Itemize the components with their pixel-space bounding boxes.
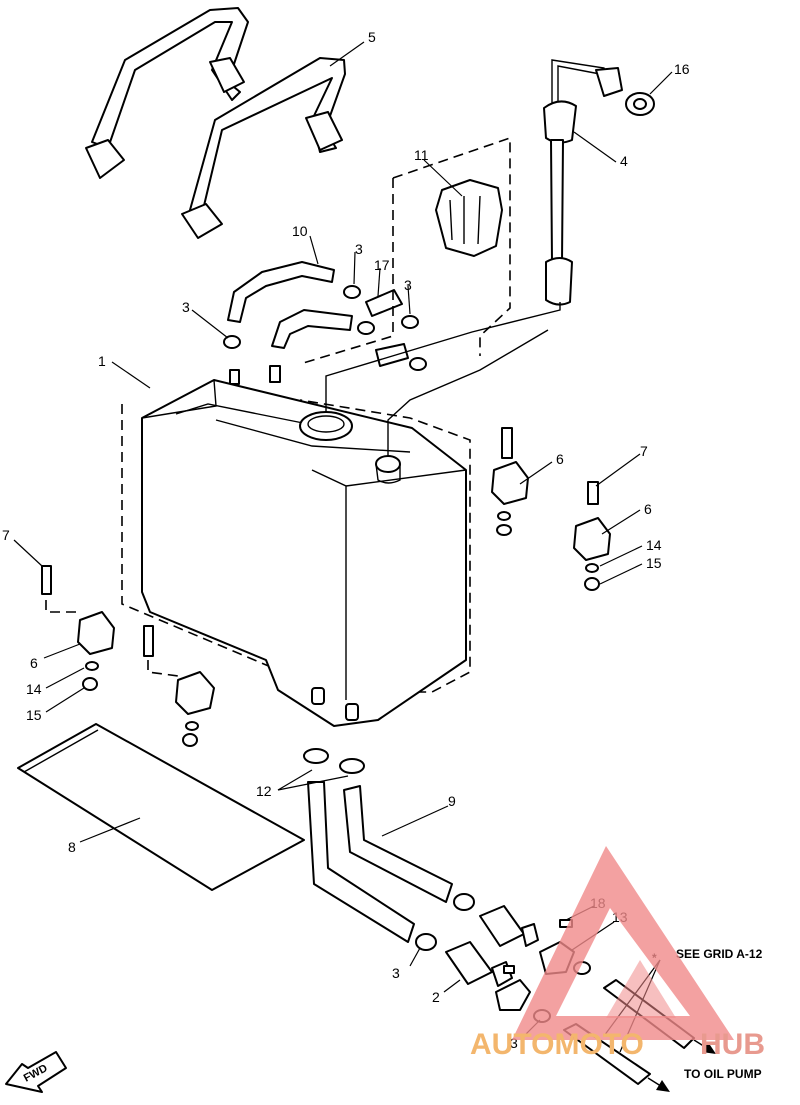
watermark-text-automoto: AUTOMOTO: [470, 1028, 644, 1061]
callout-3e: 3: [510, 1035, 518, 1051]
callout-7b: 7: [2, 527, 10, 543]
callout-2: 2: [432, 989, 440, 1005]
hose-connector-lower: [375, 343, 409, 367]
callout-15b: 15: [26, 707, 42, 723]
automotohub-watermark: AUTOMOTO HUB: [470, 846, 765, 1061]
diagram-notes: * SEE GRID A-12 TO OIL PUMP: [652, 947, 763, 1081]
mount-bracket-right-upper: [491, 427, 529, 536]
callout-3a: 3: [182, 299, 190, 315]
watermark-text-hub: HUB: [700, 1028, 765, 1061]
callout-3d: 3: [392, 965, 400, 981]
outlet-clamps: [303, 748, 365, 774]
mount-bracket-left-lower: [143, 625, 215, 747]
to-oil-pump-note: TO OIL PUMP: [684, 1067, 762, 1081]
callout-6c: 6: [30, 655, 38, 671]
callout-6b: 6: [644, 501, 652, 517]
callout-12: 12: [256, 783, 272, 799]
callout-8: 8: [68, 839, 76, 855]
hose-clamps-top: [223, 285, 427, 371]
oil-level-gauge-sender: [543, 59, 623, 306]
callout-14b: 14: [26, 681, 42, 697]
tank-bottom-outlets: [311, 687, 359, 721]
callout-16: 16: [674, 61, 690, 77]
mount-bracket-right-lower: [573, 481, 611, 591]
callout-3c: 3: [404, 277, 412, 293]
oil-filter-upper: [453, 893, 539, 947]
breather-hose-upper: [227, 261, 335, 323]
callout-17: 17: [374, 257, 390, 273]
callout-1: 1: [98, 353, 106, 369]
oil-tank-body: [141, 379, 467, 727]
sender-seal-ring: [625, 92, 655, 116]
oil-hose-right: [343, 785, 453, 903]
tank-cap: [435, 179, 503, 257]
fwd-arrow: FWD: [5, 1051, 67, 1093]
callout-14a: 14: [646, 537, 662, 553]
flow-arrows: [647, 1039, 716, 1092]
routing-lines: [325, 302, 561, 456]
breather-hose-lower: [271, 309, 353, 349]
see-grid-note: SEE GRID A-12: [676, 947, 763, 961]
callout-9: 9: [448, 793, 456, 809]
callout-11: 11: [414, 147, 429, 163]
callout-5: 5: [368, 29, 376, 45]
tank-strap-rear: [85, 7, 249, 179]
callout-7a: 7: [640, 443, 648, 459]
hose-connector-upper: [365, 289, 403, 317]
callout-4: 4: [620, 153, 628, 169]
tank-strap-front: [181, 57, 346, 239]
callout-10: 10: [292, 223, 308, 239]
mount-bracket-left-upper: [41, 565, 115, 691]
callout-15a: 15: [646, 555, 662, 571]
callout-6a: 6: [556, 451, 564, 467]
tank-mat: [17, 723, 305, 891]
oil-hose-left: [307, 781, 415, 943]
tank-dashed-outline: [121, 136, 511, 693]
callout-3b: 3: [355, 241, 363, 257]
bracket-dashed-links: [45, 600, 179, 677]
